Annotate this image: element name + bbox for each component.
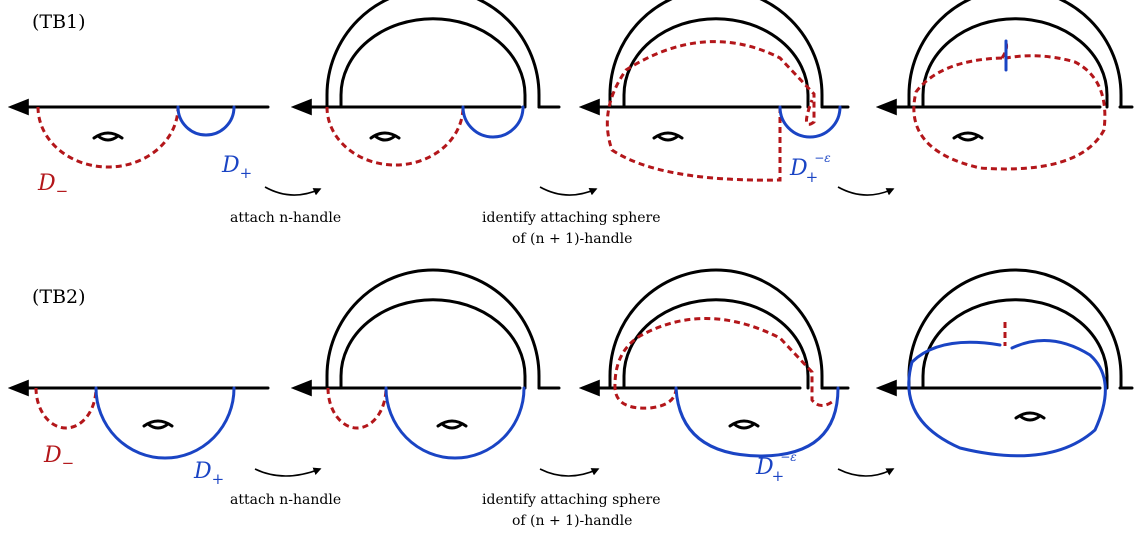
d-plus-curve [176, 105, 236, 137]
step2-caption-line1: identify attaching sphere [482, 492, 661, 508]
step2-caption-line2: of (n + 1)-handle [512, 231, 632, 247]
genus-icon [728, 419, 760, 430]
genus-icon [369, 131, 401, 142]
panel-2 [290, 0, 561, 167]
d-plus-curve [907, 338, 1107, 458]
d-minus-curve [326, 387, 388, 430]
arrow-step3 [837, 468, 895, 477]
arrow-step2 [539, 186, 598, 196]
panel-2 [290, 268, 561, 460]
row-label: (TB1) [32, 11, 86, 33]
arrow-step2 [539, 468, 600, 477]
label-d-minus: D− [37, 171, 68, 200]
d-plus-curve [461, 105, 525, 139]
genus-icon [952, 131, 984, 142]
panel-4 [875, 268, 1134, 458]
d-minus-curve [613, 317, 833, 410]
handle-shape [907, 268, 1123, 390]
label-d-minus: D− [43, 443, 74, 472]
label-d-plus: D+ [193, 459, 224, 488]
handle-shape [608, 268, 824, 390]
row-tb1: (TB1) D− D+ attach n-handle [7, 0, 1134, 247]
panel-3: D+−ε [578, 268, 850, 485]
genus-icon [92, 131, 124, 142]
step2-caption-line1: identify attaching sphere [482, 210, 661, 226]
genus-icon [652, 131, 684, 142]
handle-shape [907, 0, 1123, 109]
genus-icon [1014, 411, 1046, 422]
row-label: (TB2) [32, 286, 86, 308]
d-minus-curve [36, 106, 180, 169]
handle-shape [608, 0, 824, 109]
d-plus-curve [94, 386, 236, 460]
d-minus-curve [605, 40, 816, 182]
genus-icon [142, 419, 174, 430]
d-plus-curve [384, 386, 526, 460]
arrow-step1 [264, 186, 322, 196]
arrow-step1 [254, 467, 322, 477]
step1-caption: attach n-handle [230, 210, 341, 226]
d-minus-curve [325, 106, 465, 167]
d-plus-eps-curve [778, 105, 842, 139]
handle-shape [325, 268, 541, 390]
arrow-step3 [837, 186, 895, 196]
d-minus-curve [34, 387, 98, 430]
label-d-plus: D+ [221, 153, 252, 182]
label-d-plus-eps: D+−ε [755, 450, 797, 485]
panel-3: D+−ε [578, 0, 850, 186]
row-tb2: (TB2) D− D+ attach n-handle [7, 268, 1134, 529]
panel-1: D− D+ [7, 98, 270, 200]
d-minus-curve [912, 38, 1107, 171]
step1-caption: attach n-handle [230, 492, 341, 508]
panel-4 [875, 0, 1134, 171]
label-d-plus-eps: D+−ε [789, 151, 831, 186]
panel-1: D− D+ [7, 379, 270, 488]
step2-caption-line2: of (n + 1)-handle [512, 513, 632, 529]
genus-icon [436, 419, 468, 430]
d-plus-eps-curve [674, 386, 840, 458]
handle-shape [325, 0, 541, 109]
